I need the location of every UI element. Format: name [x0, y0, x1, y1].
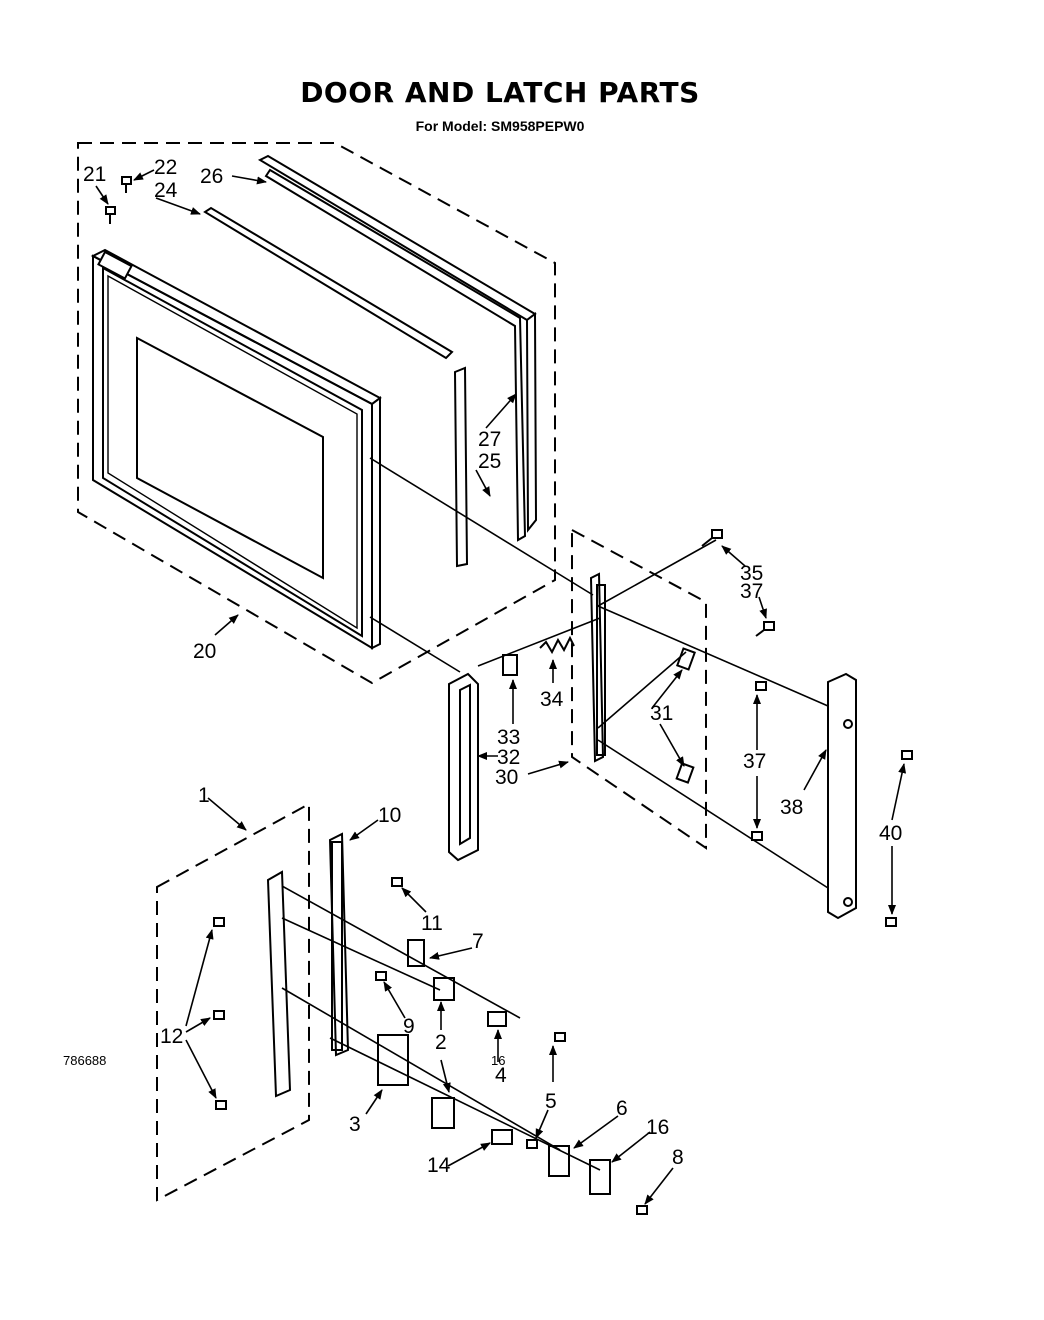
callout-9: 9 — [403, 1015, 415, 1038]
switch-holder-14 — [491, 1129, 513, 1145]
callout-34: 34 — [540, 688, 564, 711]
latch-spring — [539, 635, 575, 655]
page-title: DOOR AND LATCH PARTS — [300, 76, 700, 109]
callout-7: 7 — [472, 930, 484, 953]
hinge-block — [97, 250, 133, 280]
callout-2: 2 — [435, 1031, 447, 1054]
callout-21: 21 — [83, 163, 106, 186]
screw-11 — [391, 877, 403, 887]
switch-holder-4 — [487, 1011, 507, 1027]
callout-26: 26 — [200, 165, 223, 188]
callout-4: 4 — [495, 1064, 507, 1087]
doc-number: 786688 — [63, 1053, 107, 1068]
screw-8 — [636, 1205, 648, 1215]
door-panel — [90, 248, 382, 650]
callout-8: 8 — [672, 1146, 684, 1169]
callout-3: 3 — [349, 1113, 361, 1136]
callout-5: 5 — [545, 1090, 557, 1113]
assembly-lines — [281, 457, 829, 1171]
interlock-boundary — [156, 802, 310, 1202]
page-number: 16 — [491, 1053, 506, 1068]
callout-11: 11 — [421, 912, 443, 935]
model-subtitle: For Model: SM958PEPW0 — [415, 118, 585, 134]
callout-24: 24 — [154, 179, 178, 202]
screw-35 — [701, 529, 723, 547]
latch-33 — [502, 654, 518, 676]
callout-12: 12 — [160, 1025, 183, 1048]
callout-25: 25 — [478, 450, 501, 473]
callout-6: 6 — [616, 1097, 628, 1120]
latch-hook-upper — [676, 647, 696, 671]
door-assembly-group — [77, 142, 556, 685]
screw-5-upper — [554, 1032, 566, 1042]
choke-strip-top — [203, 206, 454, 360]
screw-5-lower — [526, 1139, 538, 1149]
latch-hook-lower — [675, 762, 695, 784]
callout-31: 31 — [650, 702, 673, 725]
switch-6 — [548, 1145, 570, 1177]
callout-10: 10 — [378, 804, 401, 827]
callout-38: 38 — [780, 796, 803, 819]
screw-37-upper — [755, 621, 775, 637]
callout-33: 33 — [497, 726, 520, 749]
interlock-bracket-1 — [266, 870, 292, 1098]
latch-assembly-group — [448, 528, 913, 927]
door-assembly-boundary — [77, 142, 556, 685]
callout-27: 27 — [478, 428, 501, 451]
screw-37-low — [751, 831, 763, 841]
callout-37-upper: 37 — [740, 580, 763, 603]
screw-37-mid — [755, 681, 767, 691]
plate-3 — [377, 1034, 409, 1086]
callout-16: 16 — [646, 1116, 669, 1139]
latch-assembly-boundary — [571, 528, 707, 850]
interlock-group — [156, 802, 648, 1215]
screw-12-c — [215, 1100, 227, 1110]
callout-30: 30 — [495, 766, 518, 789]
callout-arrows — [95, 169, 907, 1205]
switch-16 — [589, 1159, 611, 1195]
latch-lever-7 — [407, 939, 425, 967]
callout-22: 22 — [154, 156, 177, 179]
screw-21 — [105, 206, 116, 224]
callout-20: 20 — [193, 640, 216, 663]
callout-40: 40 — [879, 822, 902, 845]
screw-40-upper — [901, 750, 913, 760]
latch-cam-2 — [433, 977, 455, 1001]
screw-22 — [121, 176, 132, 193]
door-handle — [448, 672, 479, 862]
choke-strip-side — [453, 366, 469, 568]
callout-37-lower: 37 — [743, 750, 766, 773]
escutcheon — [827, 672, 857, 920]
callout-14: 14 — [427, 1154, 451, 1177]
latch-bracket — [589, 572, 606, 763]
callout-32: 32 — [497, 746, 520, 769]
callout-35: 35 — [740, 562, 763, 585]
screw-12-b — [213, 1010, 225, 1020]
callout-labels: 21 22 24 26 27 25 20 35 37 34 33 32 30 3… — [83, 156, 902, 1177]
callout-1: 1 — [198, 784, 210, 807]
screw-40-lower — [885, 917, 897, 927]
cam-lower — [431, 1097, 455, 1129]
screw-12-a — [213, 917, 225, 927]
door-gasket — [257, 154, 538, 542]
screw-9 — [375, 971, 387, 981]
